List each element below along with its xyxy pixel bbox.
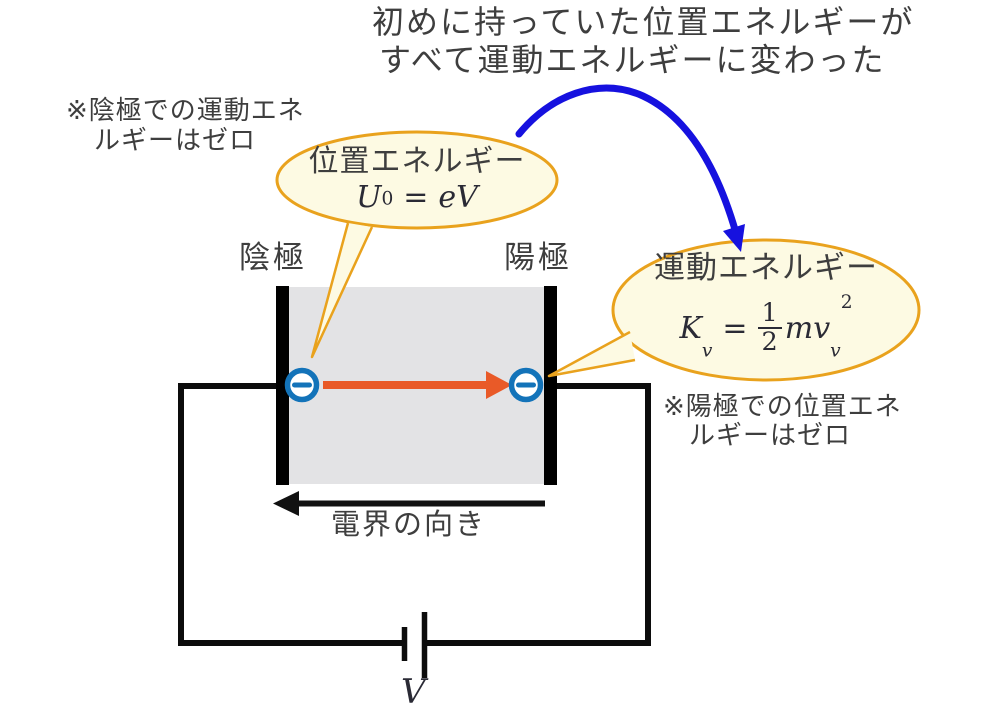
formula-subscript: v (701, 339, 713, 361)
electron-at-anode (508, 367, 544, 403)
fraction-numerator: 1 (757, 300, 782, 329)
voltage-label: V (401, 672, 426, 712)
cathode-note-line2: ルギーはゼロ (94, 125, 257, 155)
formula-mass: m (784, 310, 814, 346)
top-note-line2: すべて運動エネルギーに変わった (379, 42, 886, 78)
kinetic-bubble-title: 運動エネルギー (654, 250, 878, 285)
anode-note-line2: ルギーはゼロ (689, 420, 852, 450)
fraction-denominator: 2 (761, 327, 778, 357)
kinetic-bubble-tail (547, 330, 636, 378)
kinetic-bubble-ellipse (611, 238, 921, 382)
formula-fraction: 1 2 (757, 300, 782, 357)
formula-velocity: v (813, 310, 831, 346)
anode-plate (544, 286, 557, 485)
formula-symbol: U (356, 180, 382, 215)
formula-velocity-subscript: v (830, 339, 841, 361)
energy-transfer-arrow (515, 84, 740, 237)
anode-note-line1: ※陽極での位置エネ (663, 391, 902, 421)
formula-rhs: eV (438, 180, 478, 215)
formula-equals: = (722, 310, 748, 346)
top-note-line1: 初めに持っていた位置エネルギーが (372, 4, 915, 40)
cathode-note-line1: ※陰極での運動エネ (66, 95, 305, 125)
potential-bubble-tail (310, 222, 374, 359)
circuit-wire-right (427, 383, 651, 646)
formula-exponent: 2 (840, 291, 853, 313)
anode-label: 陽極 (504, 240, 572, 275)
potential-bubble-ellipse (275, 130, 559, 230)
energy-transfer-arrowhead (723, 224, 745, 252)
field-direction-arrowhead (273, 491, 299, 516)
electron-motion-arrowhead (486, 371, 512, 399)
cathode-label: 陰極 (239, 240, 307, 275)
potential-bubble-title: 位置エネルギー (308, 145, 526, 178)
formula-equals: = (403, 180, 429, 215)
field-direction-label: 電界の向き (331, 509, 487, 541)
formula-subscript: 0 (381, 187, 394, 209)
cathode-plate (276, 286, 289, 485)
formula-symbol: K (679, 310, 702, 346)
circuit-wire-left (178, 383, 402, 646)
electron-at-cathode (284, 367, 320, 403)
